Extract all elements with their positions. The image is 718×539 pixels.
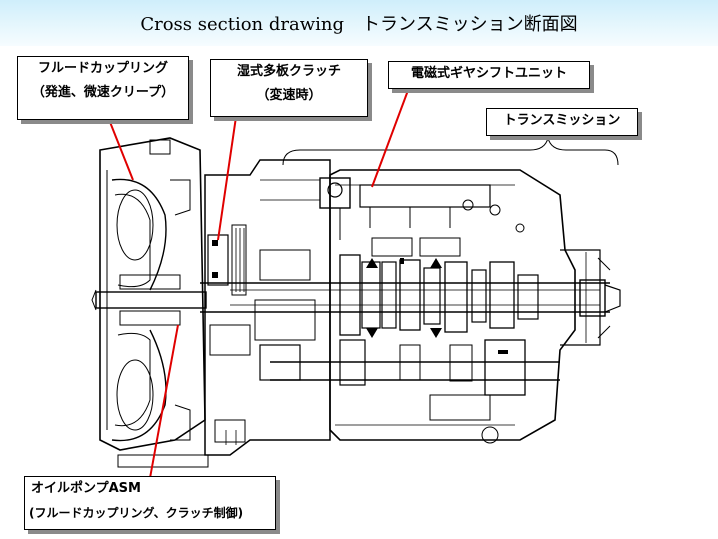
main-shaft (200, 282, 610, 313)
callout-shift-unit: 電磁式ギヤシフトユニット (388, 61, 590, 89)
leader-wet-clutch (217, 116, 237, 241)
transmission-brace (282, 137, 619, 166)
callout-fluid-coupling: フルードカップリング （発進、微速クリープ） (17, 56, 189, 120)
oil-pump-label: オイルポンプASM (31, 481, 141, 496)
leader-shift-unit (371, 84, 411, 188)
callout-transmission: トランスミッション (486, 108, 638, 136)
callout-oil-pump: オイルポンプASM (フルードカップリング、クラッチ制御) (24, 476, 276, 530)
leader-fluid-coupling (107, 116, 134, 181)
gearbox-housing (329, 169, 576, 441)
wet-clutch-label: 湿式多板クラッチ (236, 64, 341, 79)
shift-unit-label: 電磁式ギヤシフトユニット (410, 66, 567, 81)
shift-unit (319, 177, 351, 209)
counter-shaft (270, 361, 560, 381)
fluid-coupling-sublabel: （発進、微速クリープ） (31, 85, 175, 100)
transmission-label: トランスミッション (503, 113, 621, 128)
oil-pump-sublabel: (フルードカップリング、クラッチ制御) (29, 506, 244, 520)
wet-clutch-sublabel: （変速時） (256, 88, 322, 103)
callout-wet-clutch: 湿式多板クラッチ （変速時） (210, 59, 368, 117)
fluid-coupling-label: フルードカップリング (37, 61, 168, 76)
leader-oil-pump (149, 324, 179, 479)
slide-title: Cross section drawing トランスミッション断面図 (140, 14, 578, 35)
clutch-housing (204, 159, 331, 456)
title-bar (0, 0, 718, 46)
